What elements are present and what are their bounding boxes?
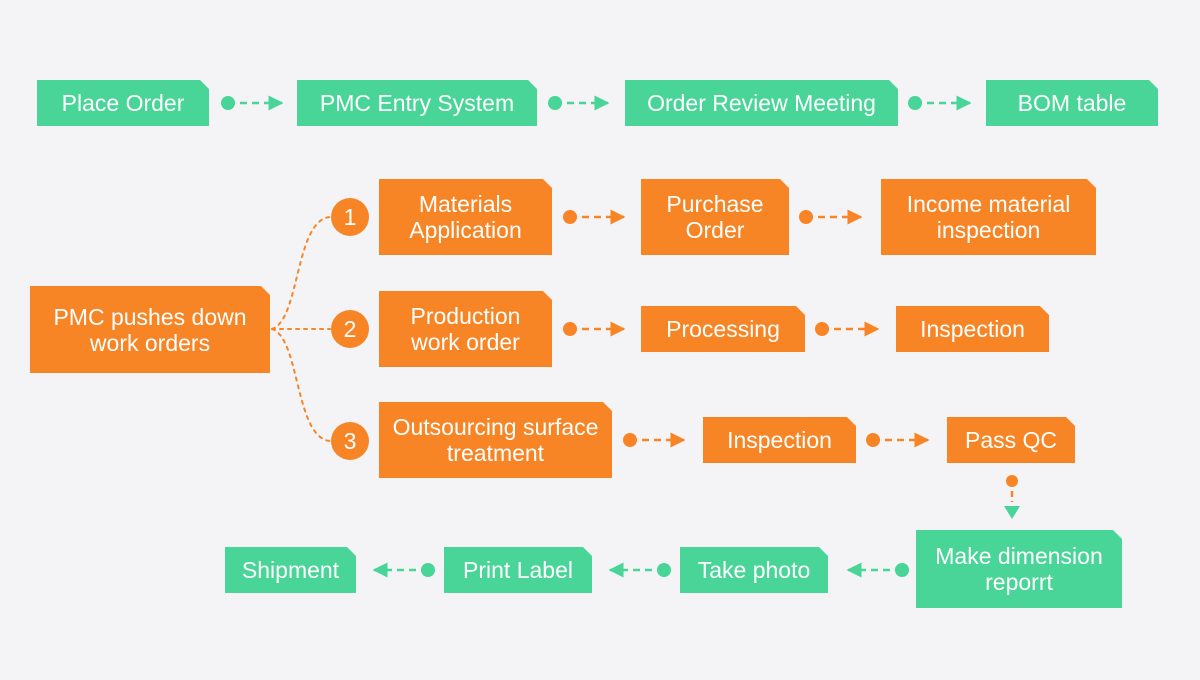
connector-b2-1 — [563, 321, 626, 337]
node-pmc-pushes-down: PMC pushes down work orders — [30, 286, 270, 373]
connector-b1-1 — [563, 209, 626, 225]
connector-bottom-2 — [608, 562, 671, 578]
connector-top-1 — [221, 95, 284, 111]
connector-top-3 — [908, 95, 972, 111]
branch-badge-3: 3 — [331, 422, 369, 460]
node-inspection-b2: Inspection — [896, 306, 1049, 352]
node-income-material-inspection: Income material inspection — [881, 179, 1096, 255]
node-processing: Processing — [641, 306, 805, 352]
connector-b3-1 — [623, 432, 686, 448]
node-print-label: Print Label — [444, 547, 592, 593]
branch-curve-1 — [271, 216, 331, 330]
node-purchase-order: Purchase Order — [641, 179, 789, 255]
node-pmc-entry-system: PMC Entry System — [297, 80, 537, 126]
node-production-work-order: Production work order — [379, 291, 552, 367]
connector-bottom-1 — [846, 562, 909, 578]
connector-bottom-3 — [372, 562, 435, 578]
node-order-review-meeting: Order Review Meeting — [625, 80, 898, 126]
branch-badge-2: 2 — [331, 310, 369, 348]
node-place-order: Place Order — [37, 80, 209, 126]
node-take-photo: Take photo — [680, 547, 828, 593]
node-materials-application: Materials Application — [379, 179, 552, 255]
node-make-dimension-report: Make dimension reporrt — [916, 530, 1122, 608]
connector-b1-2 — [799, 209, 863, 225]
connector-b2-2 — [815, 321, 880, 337]
node-shipment: Shipment — [225, 547, 356, 593]
connector-passqc-down — [1004, 475, 1020, 519]
node-outsourcing-surface-treatment: Outsourcing surface treatment — [379, 402, 612, 478]
connector-b3-2 — [866, 432, 930, 448]
connector-top-2 — [548, 95, 610, 111]
node-pass-qc: Pass QC — [947, 417, 1075, 463]
node-bom-table: BOM table — [986, 80, 1158, 126]
branch-curve-3 — [271, 328, 331, 442]
node-inspection-b3: Inspection — [703, 417, 856, 463]
branch-badge-1: 1 — [331, 198, 369, 236]
